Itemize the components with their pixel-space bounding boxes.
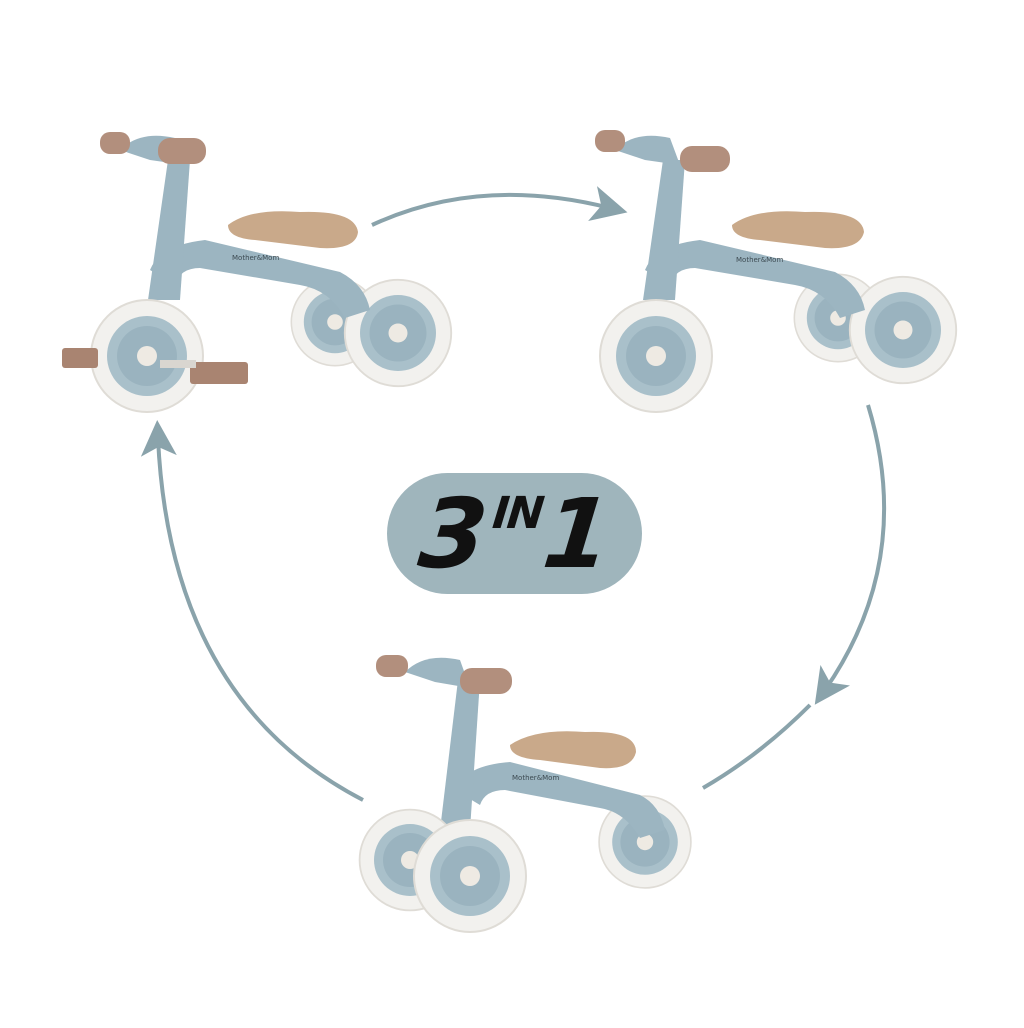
three-in-one-badge: 3 IN 1 <box>387 473 642 594</box>
arrow-right <box>814 404 887 705</box>
bike-tricycle-pedals: Mother&Mom <box>62 132 453 413</box>
badge-number-left: 3 <box>414 477 491 590</box>
bike-tricycle-balance: Mother&Mom <box>595 130 958 413</box>
bike-balance-front-wheels: Mother&Mom <box>358 655 692 933</box>
svg-text:Mother&Mom: Mother&Mom <box>512 774 559 782</box>
arrow-top <box>371 186 628 227</box>
badge-number-right: 1 <box>538 477 615 590</box>
arrow-left <box>140 420 364 802</box>
svg-text:Mother&Mom: Mother&Mom <box>736 256 783 264</box>
svg-text:Mother&Mom: Mother&Mom <box>232 254 279 262</box>
arrow-bottom-right <box>701 703 812 790</box>
badge-middle: IN <box>490 487 545 539</box>
badge-text: 3 IN 1 <box>414 477 615 590</box>
